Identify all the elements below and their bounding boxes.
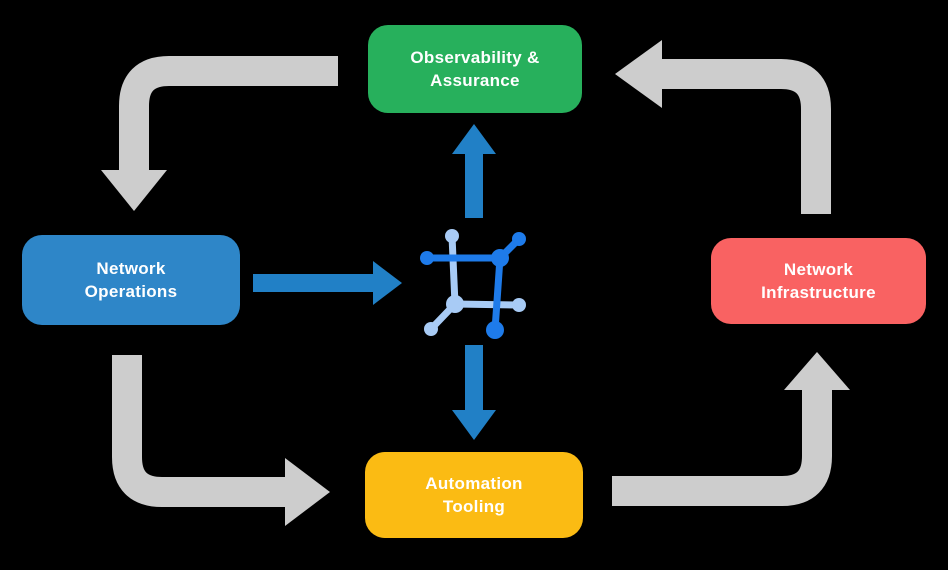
node-network-operations: Network Operations <box>22 235 240 325</box>
network-mesh-dark-strokes <box>420 232 526 339</box>
arrow-shaft <box>112 355 287 507</box>
node-label-line: Assurance <box>430 71 520 90</box>
arrow-shaft <box>660 59 831 214</box>
arrow-observability-to-operations <box>101 56 338 211</box>
arrow-head-down-icon <box>101 170 167 211</box>
node-label-line: Network <box>96 259 166 278</box>
node-label-line: Tooling <box>442 497 506 516</box>
arrow-center-to-observability <box>452 124 496 218</box>
arrow-head-right-icon <box>285 458 330 526</box>
arrow-operations-to-automation <box>112 355 330 526</box>
node-observability-assurance: Observability & Assurance <box>368 25 582 113</box>
node-label-line: Infrastructure <box>761 283 876 302</box>
arrow-head-up-icon <box>452 124 496 154</box>
node-label-line: Automation <box>425 474 523 493</box>
node-label-line: Operations <box>84 282 178 301</box>
network-mesh-icon <box>420 229 526 339</box>
arrow-head-left-icon <box>615 40 662 108</box>
arrow-infrastructure-to-observability <box>615 40 831 214</box>
node-network-infrastructure: Network Infrastructure <box>711 238 926 324</box>
arrow-head-up-icon <box>784 352 850 390</box>
node-automation-tooling: Automation Tooling <box>365 452 583 538</box>
arrow-shaft <box>119 56 338 172</box>
node-label-line: Observability & <box>410 48 540 67</box>
arrow-head-right-icon <box>373 261 402 305</box>
network-mesh-light-strokes <box>424 229 526 336</box>
arrow-automation-to-infrastructure <box>612 352 850 506</box>
arrow-operations-to-center <box>253 261 402 305</box>
node-label-line: Network <box>783 260 854 279</box>
arrow-center-to-automation <box>452 345 496 440</box>
arrow-shaft <box>612 390 832 506</box>
arrow-head-down-icon <box>452 410 496 440</box>
